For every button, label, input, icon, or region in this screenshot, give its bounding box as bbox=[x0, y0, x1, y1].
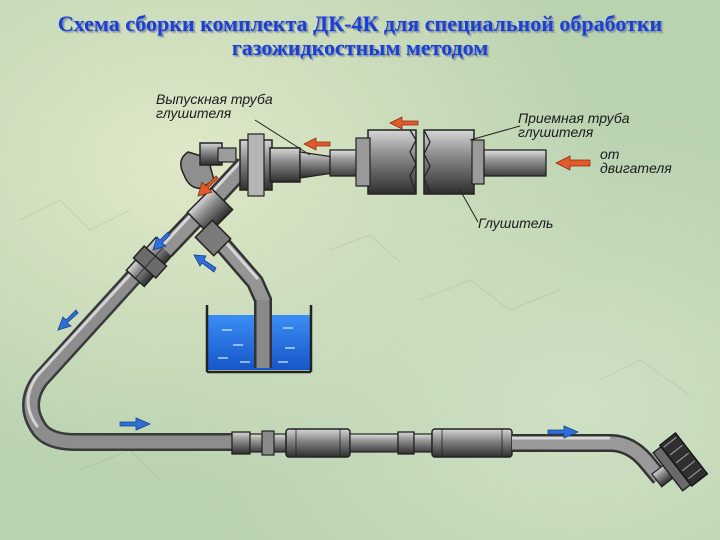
exhaust-nozzle bbox=[239, 119, 341, 197]
outlet-pipe bbox=[512, 434, 667, 484]
label-exhaust-pipe-line-2: глушителя bbox=[156, 105, 232, 121]
gas-flow-arrows bbox=[197, 116, 591, 197]
slide-title-line-2: газожидкостным методом bbox=[231, 35, 489, 60]
label-exhaust-pipe-line-1: Выпускная труба bbox=[156, 91, 273, 107]
muffler bbox=[355, 129, 485, 195]
label-intake-pipe-line-1: Приемная труба bbox=[518, 110, 630, 126]
spray-brush bbox=[651, 432, 709, 492]
label-muffler: Глушитель bbox=[478, 215, 554, 231]
label-intake-pipe-line-2: глушителя bbox=[518, 124, 594, 140]
label-from-engine-line-2: двигателя bbox=[600, 160, 672, 176]
bottom-fittings bbox=[231, 428, 513, 458]
intake-pipe bbox=[483, 149, 547, 177]
water-tank bbox=[205, 300, 313, 374]
leader-lines bbox=[459, 125, 521, 223]
label-from-engine-line-1: от bbox=[600, 146, 620, 162]
slide-title: Схема сборки комплекта ДК-4К для специал… bbox=[0, 12, 720, 60]
flexible-hose bbox=[22, 261, 249, 451]
slide-title-line-1: Схема сборки комплекта ДК-4К для специал… bbox=[57, 11, 663, 36]
valve-handle bbox=[180, 142, 237, 189]
liquid-flow-arrows bbox=[57, 231, 580, 439]
